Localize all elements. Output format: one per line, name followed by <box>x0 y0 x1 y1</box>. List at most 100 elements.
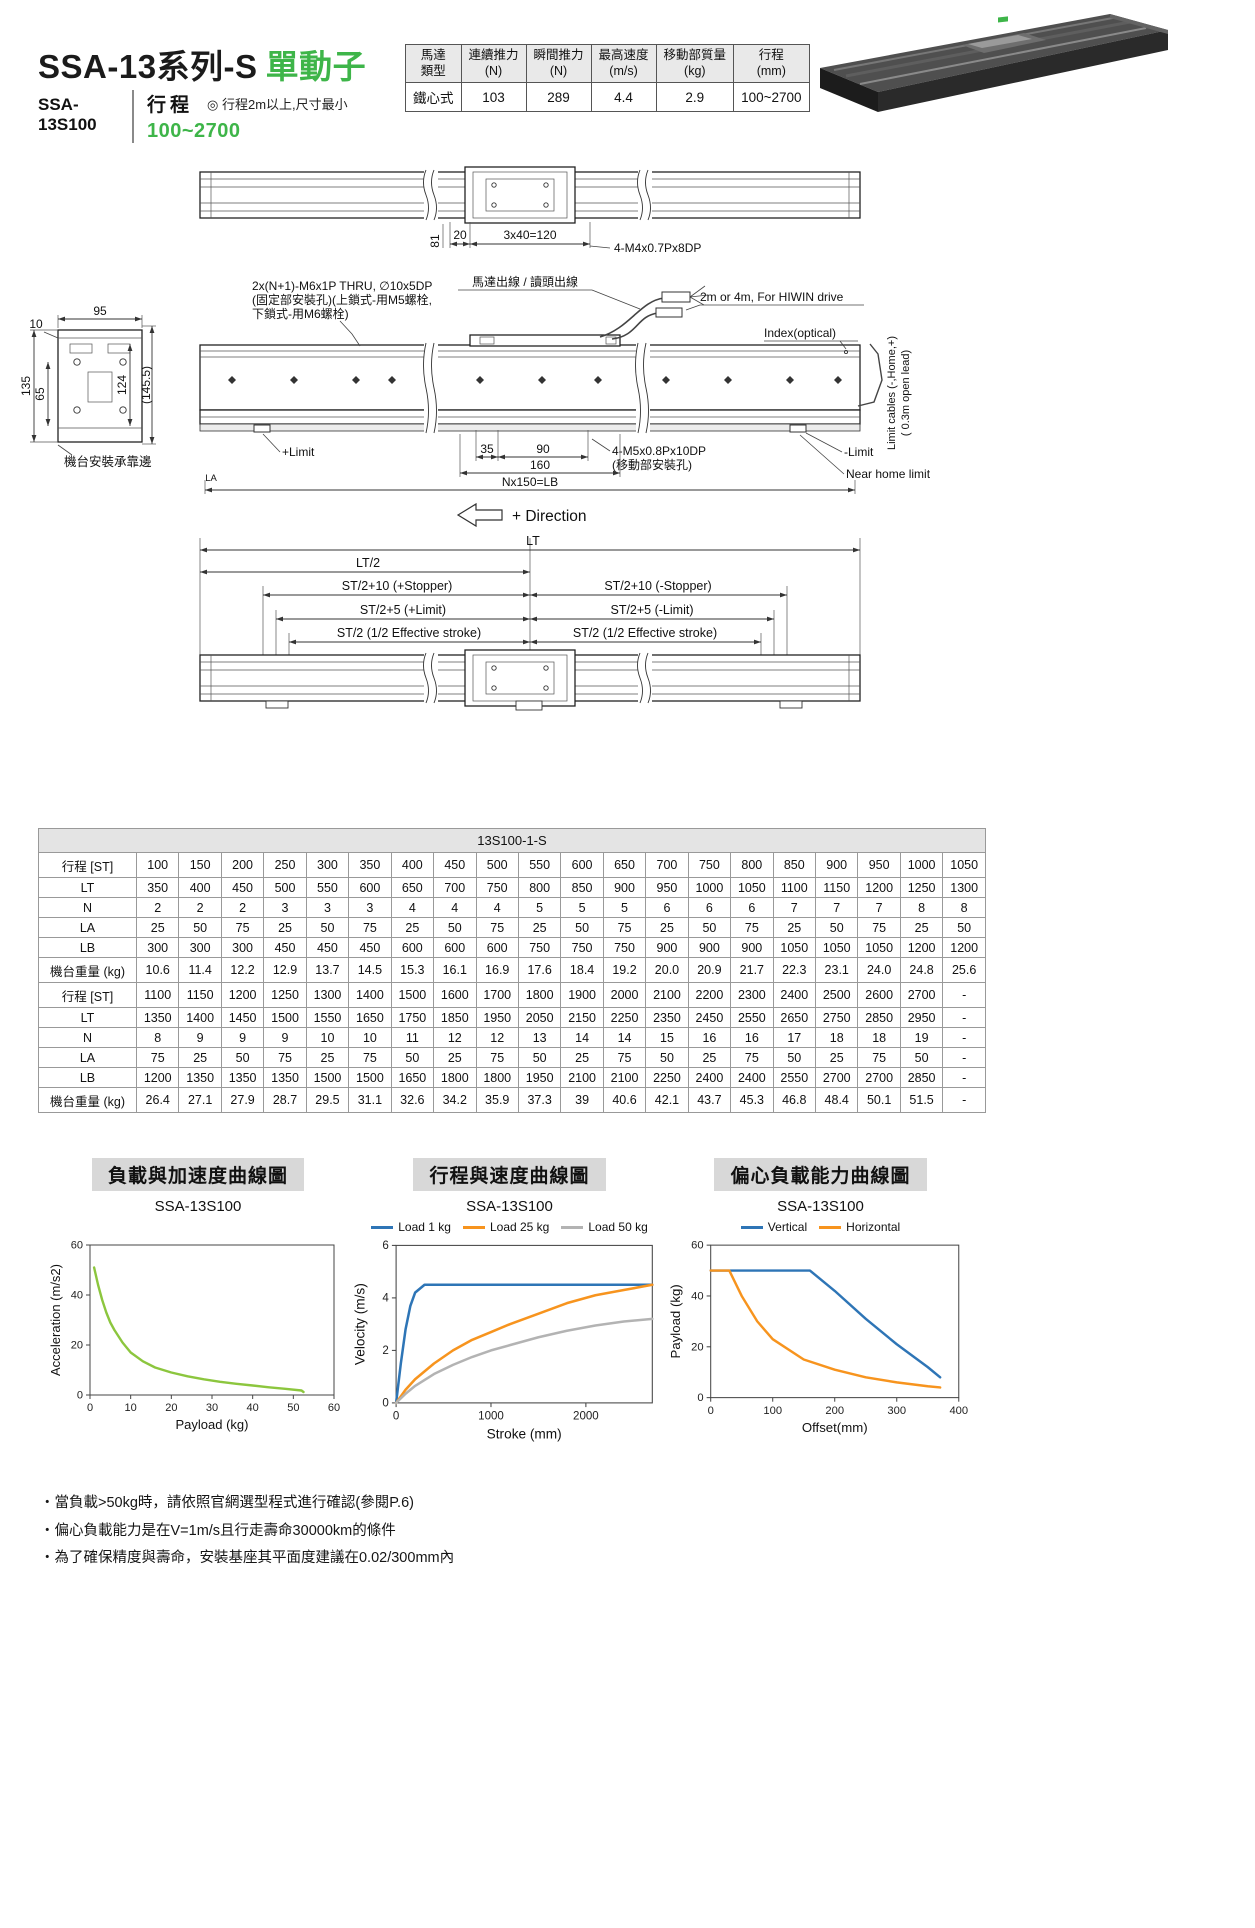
x-tick-label: 1000 <box>478 1411 504 1423</box>
row-label: LT <box>38 877 137 898</box>
x-tick-label: 100 <box>763 1405 782 1417</box>
table-cell: 25 <box>687 1047 732 1068</box>
table-cell: 2650 <box>772 1007 817 1028</box>
table-cell: 14 <box>602 1027 647 1048</box>
table-cell: 100 <box>135 852 180 878</box>
table-cell: 50 <box>390 1047 435 1068</box>
carriage-holes-callout: 4-M5x0.8Px10DP <box>612 444 706 458</box>
table-cell: 450 <box>348 937 392 958</box>
table-cell: 25 <box>305 1047 350 1068</box>
table-cell: 43.7 <box>687 1087 732 1113</box>
chart-title: 行程與速度曲線圖 <box>413 1158 606 1191</box>
x-tick-label: 0 <box>87 1402 93 1414</box>
table-cell: 50 <box>899 1047 944 1068</box>
table-cell: 17.6 <box>517 957 562 983</box>
dim-95: 95 <box>93 304 107 318</box>
table-cell: 12.9 <box>263 957 307 983</box>
plot-frame <box>395 1244 653 1404</box>
table-cell: 2600 <box>857 982 901 1008</box>
table-cell: 900 <box>814 852 859 878</box>
table-cell: 1100 <box>135 982 180 1008</box>
table-cell: 23.1 <box>814 957 859 983</box>
chart-title: 偏心負載能力曲線圖 <box>714 1158 927 1191</box>
table-cell: 4 <box>390 897 435 918</box>
dim-81: 81 <box>428 234 442 248</box>
table-cell: 200 <box>220 852 265 878</box>
table-cell: 8 <box>135 1027 180 1048</box>
table-cell: 50 <box>687 917 732 938</box>
table-cell: 5 <box>602 897 647 918</box>
table-cell: 3 <box>263 897 307 918</box>
table-cell: 2550 <box>772 1067 817 1088</box>
x-tick-label: 20 <box>165 1402 177 1414</box>
x-tick-label: 300 <box>887 1405 906 1417</box>
table-cell: 600 <box>348 877 392 898</box>
motor-cable-label: 馬達出線 / 讀頭出線 <box>472 274 578 289</box>
dim-lt-half: LT/2 <box>356 556 380 570</box>
x-tick-label: 50 <box>287 1402 299 1414</box>
table-cell: 2250 <box>645 1067 689 1088</box>
stroke-label: 行程 <box>147 95 194 116</box>
x-axis-label: Payload (kg) <box>176 1417 249 1432</box>
table-cell: 2850 <box>899 1067 944 1088</box>
spec-table: 馬達類型 連續推力(N) 瞬間推力(N) 最高速度(m/s) 移動部質量(kg)… <box>405 43 810 113</box>
y-tick-label: 2 <box>382 1345 388 1357</box>
series-suffix: 單動子 <box>265 48 367 85</box>
table-cell: - <box>942 1087 986 1113</box>
table-cell: 20.9 <box>687 957 732 983</box>
table-cell: 37.3 <box>517 1087 562 1113</box>
legend-swatch <box>740 1225 763 1229</box>
table-cell: 1600 <box>433 982 477 1008</box>
dim-stopper-plus: ST/2+10 (+Stopper) <box>342 579 452 593</box>
y-tick-label: 0 <box>77 1390 83 1402</box>
table-cell: 14 <box>560 1027 604 1048</box>
table-cell: 1750 <box>390 1007 435 1028</box>
table-cell: 1050 <box>772 937 817 958</box>
product-image <box>812 4 1190 118</box>
row-label: LA <box>38 1047 137 1068</box>
table-cell: 48.4 <box>814 1087 859 1113</box>
table-cell: 1000 <box>899 852 944 878</box>
table-cell: 1300 <box>942 877 986 898</box>
row-label: LB <box>38 937 137 958</box>
limit-cable <box>857 343 883 407</box>
table-cell: 75 <box>602 1047 647 1068</box>
table-cell: 24.8 <box>899 957 944 983</box>
table-cell: 2250 <box>602 1007 647 1028</box>
table-cell: 75 <box>220 917 265 938</box>
spec-value: 4.4 <box>590 82 657 113</box>
table-cell: 1350 <box>178 1067 222 1088</box>
table-cell: 450 <box>433 852 477 878</box>
table-cell: 1050 <box>730 877 774 898</box>
table-cell: 75 <box>730 917 774 938</box>
y-tick-label: 60 <box>71 1240 83 1252</box>
table-cell: 2200 <box>687 982 732 1008</box>
table-cell: 2300 <box>730 982 774 1008</box>
table-cell: 22.3 <box>772 957 817 983</box>
series-line <box>709 1269 942 1379</box>
dim-3x40: 3x40=120 <box>503 228 556 242</box>
spec-header: 連續推力(N) <box>460 43 527 84</box>
series-line <box>394 1283 654 1405</box>
table-cell: 2000 <box>602 982 647 1008</box>
spec-value: 鐵心式 <box>405 82 462 113</box>
x-tick-label: 400 <box>949 1405 968 1417</box>
spec-value: 103 <box>460 82 527 113</box>
row-label: 行程 [ST] <box>38 982 137 1008</box>
table-cell: 75 <box>135 1047 180 1068</box>
table-cell: 10 <box>305 1027 350 1048</box>
table-cell: 50 <box>772 1047 817 1068</box>
table-cell: 750 <box>687 852 732 878</box>
table-cell: 17 <box>772 1027 817 1048</box>
table-cell: 25 <box>263 917 307 938</box>
table-cell: 650 <box>390 877 435 898</box>
chart-subtitle: SSA-13S100 <box>777 1198 864 1215</box>
table-cell: 75 <box>602 917 647 938</box>
technical-drawing: 81 20 3x40=120 4-M4x0.7Px8DP 95 10 1 <box>19 166 931 711</box>
table-cell: 300 <box>220 937 265 958</box>
